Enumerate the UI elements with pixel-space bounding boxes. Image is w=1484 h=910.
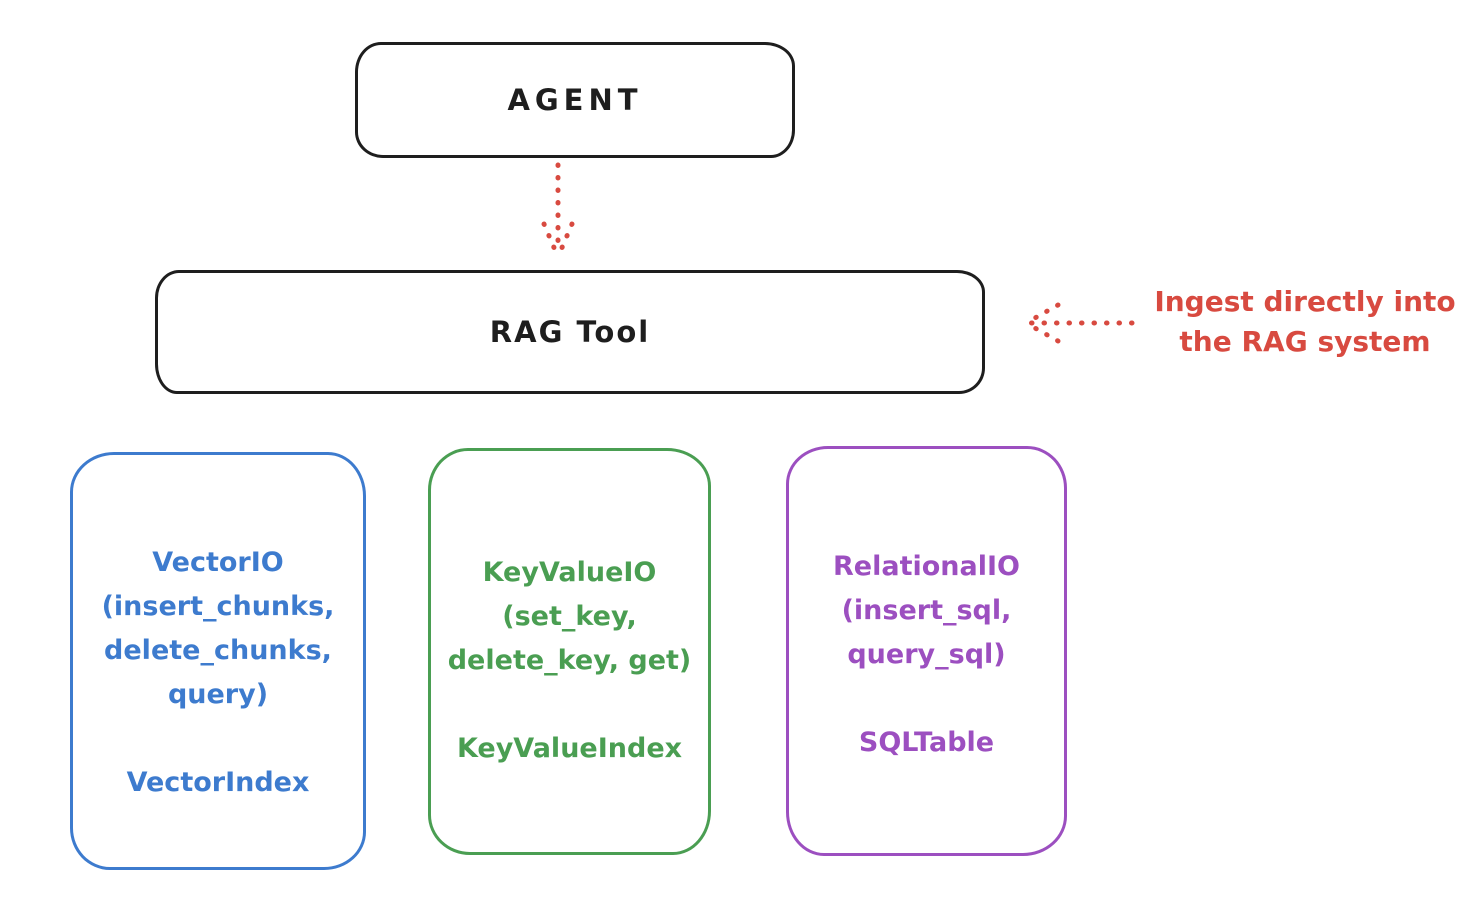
agent-node: AGENT bbox=[355, 42, 795, 158]
module-vector-io-title: VectorIO (insert_chunks, delete_chunks, … bbox=[101, 547, 335, 710]
module-relational-io: RelationalIO (insert_sql, query_sql) SQL… bbox=[786, 446, 1067, 856]
module-relational-io-index-label: SQLTable bbox=[858, 727, 995, 758]
module-vector-io-index-label: VectorIndex bbox=[126, 767, 310, 798]
ingest-dotted-arrow-icon bbox=[1023, 302, 1135, 344]
ingest-annotation-line-2: the RAG system bbox=[1179, 325, 1431, 358]
module-vector-io: VectorIO (insert_chunks, delete_chunks, … bbox=[70, 452, 366, 870]
module-relational-io-title: RelationalIO (insert_sql, query_sql) bbox=[833, 551, 1020, 670]
rag-tool-label: RAG Tool bbox=[489, 315, 651, 349]
module-keyvalue-io: KeyValueIO (set_key, delete_key, get) Ke… bbox=[428, 448, 711, 855]
module-keyvalue-io-title: KeyValueIO (set_key, delete_key, get) bbox=[447, 557, 692, 676]
agent-label: AGENT bbox=[507, 83, 643, 117]
ingest-annotation: Ingest directly into the RAG system bbox=[1138, 282, 1472, 362]
agent-to-ragtool-dotted-arrow-icon bbox=[541, 162, 575, 260]
module-keyvalue-io-index-label: KeyValueIndex bbox=[456, 733, 683, 764]
ingest-annotation-line-1: Ingest directly into bbox=[1154, 285, 1456, 318]
rag-tool-node: RAG Tool bbox=[155, 270, 985, 394]
